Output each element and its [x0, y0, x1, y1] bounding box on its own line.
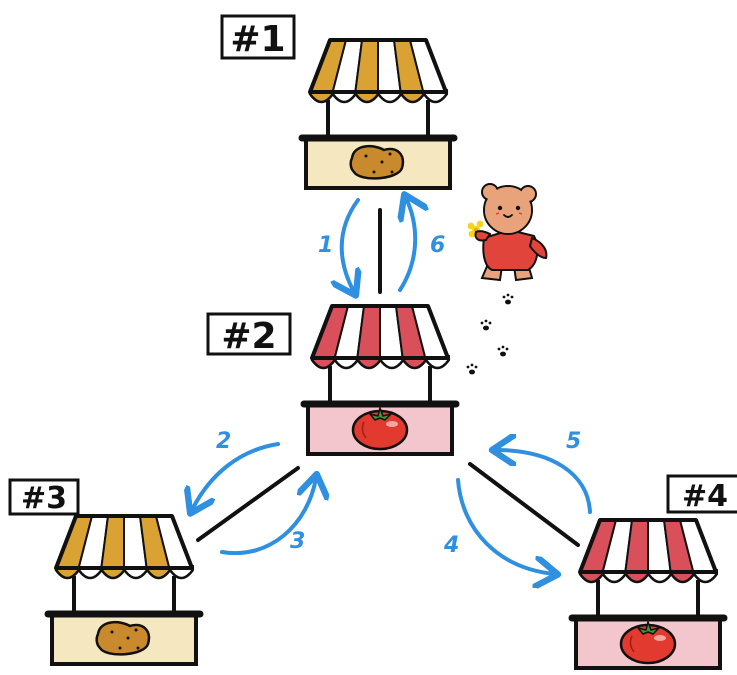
step-arrow-1: [342, 198, 358, 292]
stall-3: [44, 514, 204, 666]
step-labels: 1 6 2 3 4 5: [216, 233, 581, 558]
step-label-4: 4: [443, 533, 459, 558]
step-label-1: 1: [318, 233, 333, 258]
stall-label-2: #2: [206, 312, 292, 357]
bear-icon: [467, 183, 548, 282]
tomato-icon: [619, 621, 677, 665]
stall-4: [568, 518, 728, 670]
step-arrow-5: [496, 450, 592, 514]
stall-label-3-text: #3: [21, 481, 67, 516]
potato-icon: [95, 620, 151, 656]
stall-labels: #1 #2 #3 #4: [8, 14, 737, 516]
connection-2-3: [196, 466, 300, 542]
paw-prints: [466, 293, 514, 375]
step-arrow-6: [400, 198, 415, 292]
stalls: [44, 38, 728, 670]
step-arrows: [192, 198, 592, 574]
stall-label-2-text: #2: [221, 316, 276, 357]
stall-label-1-text: #1: [230, 19, 285, 60]
connection-2-4: [468, 462, 580, 547]
step-label-5: 5: [566, 429, 581, 454]
potato-icon: [349, 144, 405, 180]
tomato-icon: [351, 407, 409, 451]
step-arrow-3: [220, 478, 316, 556]
stall-label-1: #1: [220, 14, 296, 60]
connection-lines: [196, 208, 580, 547]
stall-1: [298, 38, 458, 190]
step-arrow-2: [192, 442, 280, 510]
stall-2: [300, 304, 460, 456]
step-label-6: 6: [430, 233, 445, 258]
paw-print-icon: [502, 293, 514, 305]
stall-label-4-text: #4: [682, 479, 728, 514]
step-arrow-4: [456, 478, 554, 574]
paw-print-icon: [480, 319, 492, 331]
paw-print-icon: [466, 363, 478, 375]
paw-print-icon: [497, 345, 509, 357]
step-label-2: 2: [216, 429, 231, 454]
stall-label-3: #3: [8, 478, 80, 516]
stall-label-4: #4: [666, 474, 737, 514]
step-label-3: 3: [290, 529, 305, 554]
